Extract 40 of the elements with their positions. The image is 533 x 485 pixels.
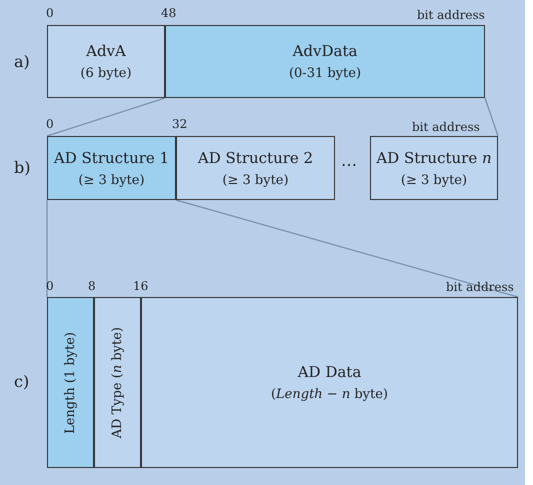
packet-field-box	[47, 25, 165, 98]
expansion-line	[46, 200, 48, 297]
field-size: (≥ 3 byte)	[78, 172, 145, 188]
expansion-line	[176, 199, 518, 298]
bit-offset: 0	[46, 6, 54, 20]
address-caption: bit address	[417, 8, 485, 22]
field-size: (≥ 3 byte)	[222, 172, 289, 188]
field-name: AdvA	[86, 42, 126, 60]
packet-field-box	[94, 297, 141, 468]
ellipsis: ⋯	[341, 155, 357, 174]
field-name: AD Structure 2	[198, 148, 314, 166]
field-name: AD Structure n	[376, 148, 492, 166]
address-caption: bit address	[446, 280, 514, 294]
bit-offset: 0	[46, 279, 54, 293]
field-name: AD Data	[298, 363, 362, 381]
packet-field-box	[141, 297, 518, 468]
bit-offset: 48	[161, 6, 176, 20]
field-name: Length (1 byte)	[63, 332, 78, 434]
packet-field-box	[165, 25, 485, 98]
packet-field-box	[47, 297, 94, 468]
field-name: AdvData	[292, 42, 358, 60]
expansion-line	[484, 98, 499, 136]
field-name: AD Type (n byte)	[110, 326, 125, 438]
field-name: AD Structure 1	[54, 148, 170, 166]
bit-offset: 32	[172, 117, 188, 131]
bit-offset: 16	[133, 279, 148, 293]
bit-offset: 8	[88, 279, 96, 293]
address-caption: bit address	[412, 120, 480, 134]
field-size: (0-31 byte)	[288, 66, 362, 81]
field-size: (≥ 3 byte)	[400, 172, 468, 188]
packet-structure-box	[176, 136, 335, 200]
field-size: (Length − n byte)	[270, 387, 388, 402]
row-letter: c)	[14, 372, 30, 391]
packet-structure-box	[47, 136, 176, 200]
packet-structure-box	[370, 136, 498, 200]
row-letter: a)	[14, 52, 30, 71]
expansion-line	[46, 97, 166, 137]
row-letter: b)	[14, 158, 30, 177]
bit-offset: 0	[46, 117, 54, 131]
field-size: (6 byte)	[80, 66, 132, 81]
